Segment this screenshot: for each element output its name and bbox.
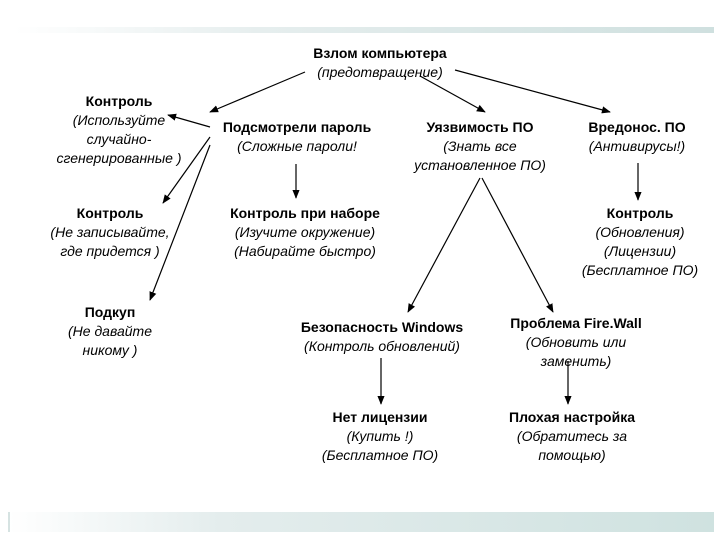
node-subtitle: (Антивирусы!) <box>588 138 686 154</box>
arrow-root-to-vuln <box>419 75 486 113</box>
node-control-no-write: Контроль (Не записывайте, где придется ) <box>20 204 200 261</box>
node-malware-control: Контроль (Обновления) (Лицензии) (Беспла… <box>566 204 714 280</box>
node-subtitle: (предотвращение) <box>317 64 443 80</box>
arrow-root-to-malware <box>454 69 611 114</box>
bottom-decor-bar <box>8 512 714 532</box>
top-decor-bar <box>14 27 714 33</box>
node-title: Контроль <box>85 93 153 109</box>
node-peek-password: Подсмотрели пароль (Сложные пароли! <box>212 118 382 156</box>
arrow-vuln-to-firewall <box>481 177 554 313</box>
node-title: Уязвимость ПО <box>426 119 534 135</box>
node-bribery: Подкуп (Не давайте никому ) <box>30 303 190 360</box>
node-subtitle: (Купить !) <box>346 428 414 444</box>
node-title: Взлом компьютера <box>313 45 447 61</box>
node-bad-setup: Плохая настройка (Обратитесь за помощью) <box>490 408 654 465</box>
node-no-license: Нет лицензии (Купить !) (Бесплатное ПО) <box>300 408 460 465</box>
node-subtitle: никому ) <box>82 342 138 358</box>
node-subtitle: (Бесплатное ПО) <box>581 262 699 278</box>
node-windows-security: Безопасность Windows (Контроль обновлени… <box>282 318 482 356</box>
node-subtitle: (Бесплатное ПО) <box>321 447 439 463</box>
node-title: Контроль <box>606 205 674 221</box>
node-title: Контроль при наборе <box>230 205 380 221</box>
node-subtitle: случайно- <box>86 131 152 147</box>
bottom-decor-tick <box>8 512 10 532</box>
node-subtitle: (Не записывайте, <box>50 224 170 240</box>
node-malware: Вредонос. ПО (Антивирусы!) <box>562 118 712 156</box>
node-subtitle: помощью) <box>538 447 606 463</box>
node-title: Проблема Fire.Wall <box>510 315 642 331</box>
arrow-peek-to-control-nowrite <box>162 136 211 204</box>
node-title: Подсмотрели пароль <box>222 119 372 135</box>
node-subtitle: (Используйте <box>72 112 166 128</box>
node-subtitle: (Обратитесь за <box>516 428 628 444</box>
node-subtitle: (Обновления) <box>595 224 685 240</box>
node-subtitle: (Сложные пароли! <box>237 138 357 154</box>
node-subtitle: (Лицензии) <box>603 243 677 259</box>
arrow-peek-to-control-random <box>167 113 211 128</box>
node-subtitle: (Изучите окружение) <box>234 224 376 240</box>
node-subtitle: заменить) <box>540 353 612 369</box>
node-title: Плохая настройка <box>509 409 635 425</box>
node-subtitle: (Не давайте <box>68 323 152 339</box>
node-subtitle: (Знать все <box>443 138 517 154</box>
node-control-random: Контроль (Используйте случайно- сгенерир… <box>24 92 214 168</box>
arrow-vuln-to-windows <box>407 177 481 313</box>
node-title: Вредонос. ПО <box>588 119 686 135</box>
node-subtitle: (Контроль обновлений) <box>304 338 460 354</box>
arrow-root-to-peek <box>209 71 306 113</box>
node-subtitle: где придется ) <box>60 243 160 259</box>
node-title: Безопасность Windows <box>300 319 464 335</box>
arrow-peek-to-bribery <box>149 144 211 301</box>
node-title: Нет лицензии <box>332 409 428 425</box>
node-root: Взлом компьютера (предотвращение) <box>290 44 470 82</box>
node-title: Подкуп <box>84 304 136 320</box>
node-title: Контроль <box>76 205 144 221</box>
node-typing-control: Контроль при наборе (Изучите окружение) … <box>210 204 400 261</box>
node-subtitle: установленное ПО) <box>414 157 546 173</box>
node-subtitle: (Обновить или <box>525 334 627 350</box>
node-firewall-problem: Проблема Fire.Wall (Обновить или заменит… <box>492 314 660 371</box>
node-vulnerability: Уязвимость ПО (Знать все установленное П… <box>395 118 565 175</box>
node-subtitle: (Набирайте быстро) <box>234 243 376 259</box>
node-subtitle: сгенерированные ) <box>56 150 182 166</box>
